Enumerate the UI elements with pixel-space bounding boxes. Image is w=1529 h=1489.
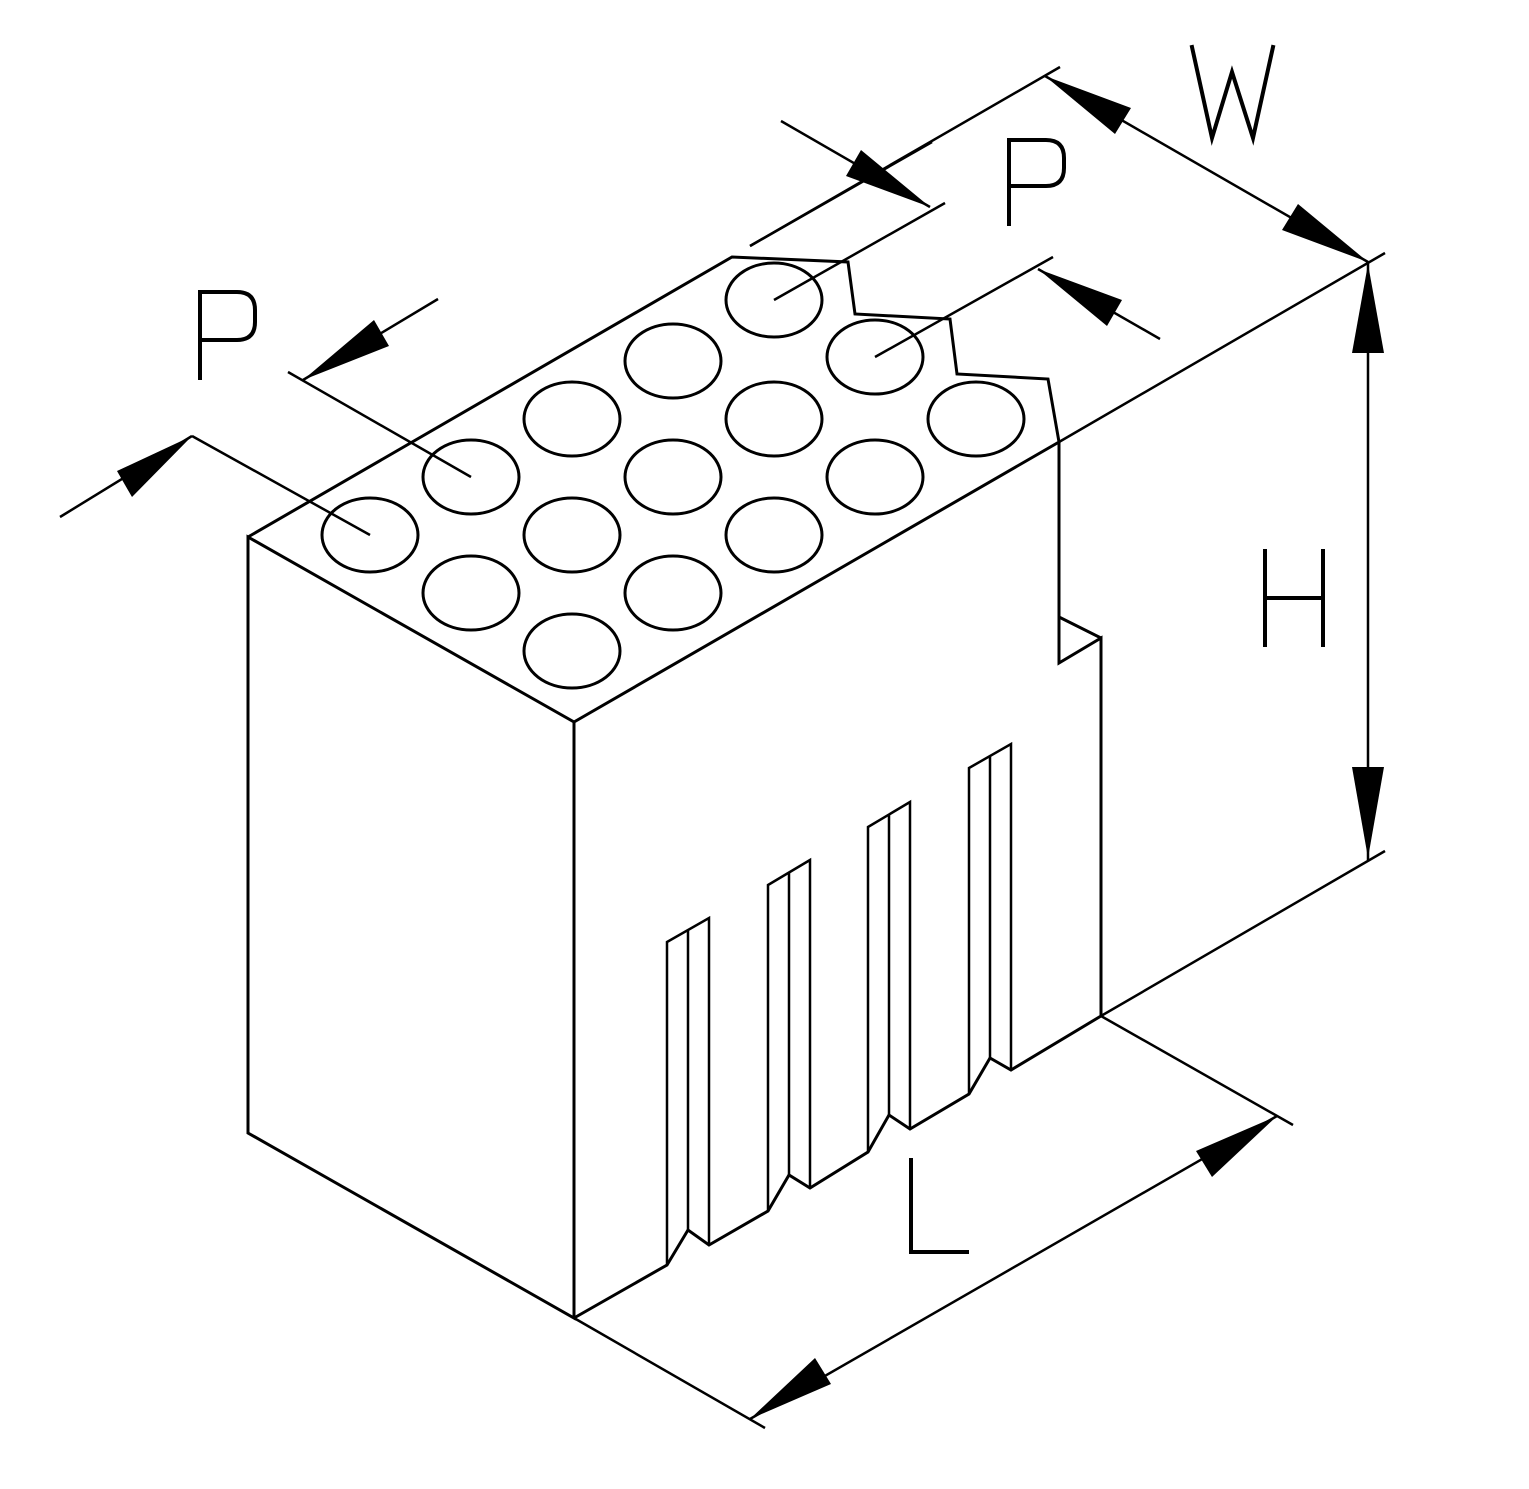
label-glyph-l [909, 1158, 969, 1254]
arrowhead [303, 320, 389, 380]
dimension-pitch-left: P [59, 290, 472, 537]
extension-line [1058, 251, 1386, 444]
length-label: L [925, 1217, 935, 1234]
hole [522, 380, 622, 458]
label-glyph-h [1263, 549, 1325, 647]
dimension-length: L [573, 1014, 1294, 1430]
hole [825, 318, 925, 396]
pitch-right-label: P [1014, 202, 1023, 219]
top-face-outline [247, 255, 1061, 724]
hole [825, 438, 925, 516]
right-face-bottom-profile [573, 1014, 1102, 1320]
label-glyph-p [198, 290, 257, 380]
extension-line [573, 1316, 766, 1430]
slot-4 [967, 741, 1013, 1094]
extension-line [1100, 849, 1386, 1018]
arrowhead [1352, 264, 1384, 353]
hole [522, 612, 622, 690]
hole [623, 438, 723, 516]
right-face-outline [1057, 442, 1103, 1016]
height-label: H [1280, 607, 1292, 624]
hole [724, 496, 824, 574]
hole [926, 380, 1026, 458]
label-glyph-p [1007, 138, 1066, 226]
slot-2 [766, 857, 812, 1211]
hole [623, 554, 723, 632]
connector-body [246, 255, 1103, 1321]
arrowhead [1038, 269, 1122, 326]
extension-line [287, 370, 472, 479]
dimension-line [749, 1114, 1278, 1421]
arrowhead [1196, 1116, 1277, 1177]
extension-line [1100, 1014, 1294, 1127]
slot-grooves [665, 741, 1013, 1265]
hole [724, 380, 824, 458]
arrowhead [117, 436, 192, 497]
hole [724, 261, 824, 339]
extension-line [874, 255, 1054, 359]
arrowhead [1045, 76, 1131, 134]
notch-edge [1058, 615, 1102, 640]
dimension-height: H [1100, 262, 1386, 1018]
hole [421, 438, 521, 516]
hole [522, 496, 622, 574]
arrowhead [1352, 767, 1384, 858]
contact-holes [320, 261, 1026, 690]
arrowhead [846, 150, 930, 207]
slot-1 [665, 915, 711, 1265]
arrowhead [750, 1358, 831, 1419]
hole [421, 554, 521, 632]
hole [320, 496, 420, 574]
arrowhead [1282, 204, 1368, 262]
pitch-left-label: P [205, 357, 214, 374]
slot-3 [866, 799, 912, 1152]
hole [623, 322, 723, 400]
dimension-width: W [749, 44, 1386, 444]
label-glyph-w [1189, 44, 1276, 146]
extension-line [773, 201, 946, 302]
extension-line [191, 434, 371, 537]
extension-line [749, 65, 1061, 248]
